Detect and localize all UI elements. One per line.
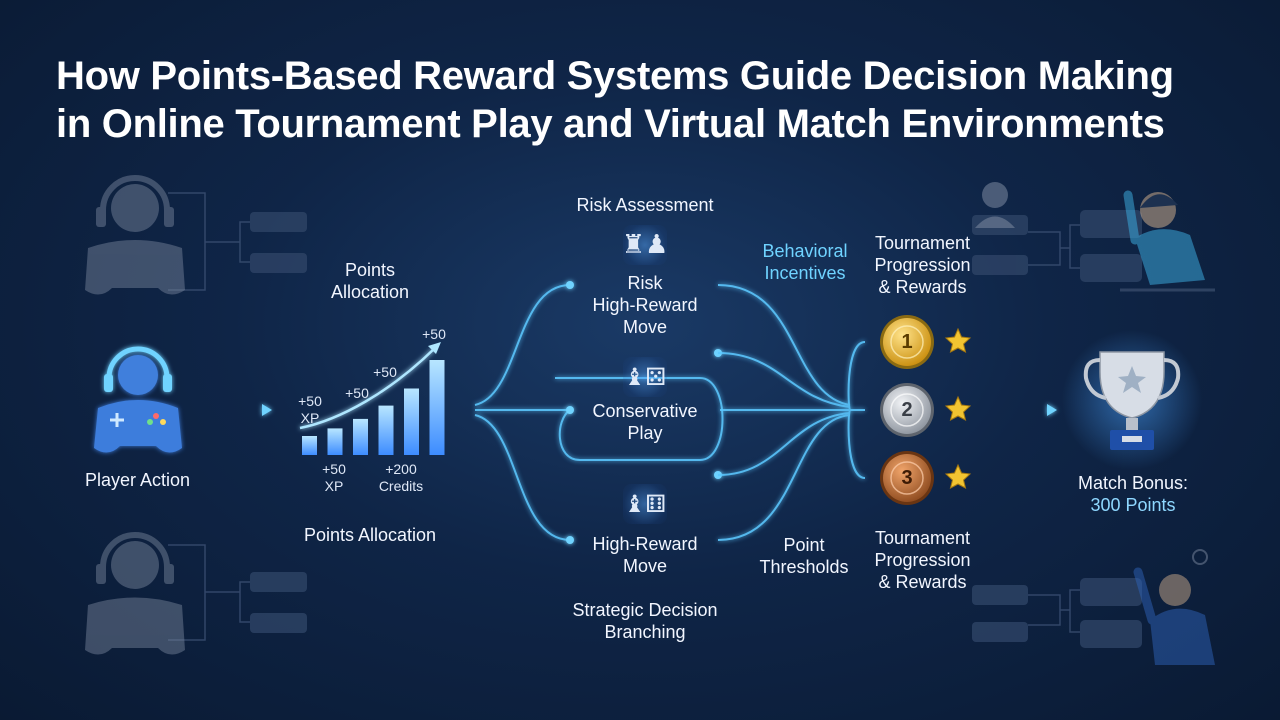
point-thresholds-label: Point Thresholds (759, 535, 849, 577)
player-action-label: Player Action (84, 470, 191, 490)
progression-top-label: Tournament Progression & Rewards (874, 233, 971, 297)
medal-number: 3 (901, 467, 913, 489)
points-allocation-top-label: Points Allocation (330, 260, 410, 302)
branch-risk-high-reward-label: Risk High-Reward Move (592, 273, 698, 337)
chart-bar (378, 405, 394, 455)
match-bonus-label: Match Bonus: 300 Points (1077, 473, 1189, 515)
chess-pieces-icon: ♜♟ (622, 225, 668, 265)
chart-label: +50 XP (298, 393, 322, 426)
chart-bar (302, 436, 317, 455)
risk-assessment-label: Risk Assessment (576, 195, 714, 215)
chart-label: +50 (373, 364, 397, 380)
title-line-1: How Points-Based Reward Systems Guide De… (56, 54, 1174, 98)
title-line-2: in Online Tournament Play and Virtual Ma… (56, 102, 1165, 146)
chart-bar (353, 418, 368, 455)
chart-label: +200 Credits (378, 461, 424, 494)
medal-number: 1 (901, 331, 913, 353)
strategic-branching-label: Strategic Decision Branching (572, 600, 718, 642)
chart-label: +50 (422, 326, 446, 342)
chart-bar (429, 360, 445, 455)
chart-bar (327, 428, 343, 455)
progression-bottom-label: Tournament Progression & Rewards (874, 528, 971, 592)
chart-label: +50 (345, 385, 369, 401)
points-allocation-bottom-label: Points Allocation (303, 525, 437, 545)
match-bonus-value: 300 Points (1090, 495, 1176, 515)
branch-conservative-label: Conservative Play (592, 401, 698, 443)
chart-bar (404, 388, 419, 455)
page-title: How Points-Based Reward Systems Guide De… (56, 52, 1236, 148)
bar-chart (299, 342, 445, 455)
chess-dice-icon: ♝⚅ (623, 484, 667, 524)
branch-high-reward-label: High-Reward Move (592, 534, 698, 576)
medal-number: 2 (901, 399, 913, 421)
chart-label: +50 XP (322, 461, 346, 494)
behavioral-incentives-label: Behavioral Incentives (762, 241, 848, 283)
chess-dice-icon: ♝⚄ (623, 357, 667, 397)
